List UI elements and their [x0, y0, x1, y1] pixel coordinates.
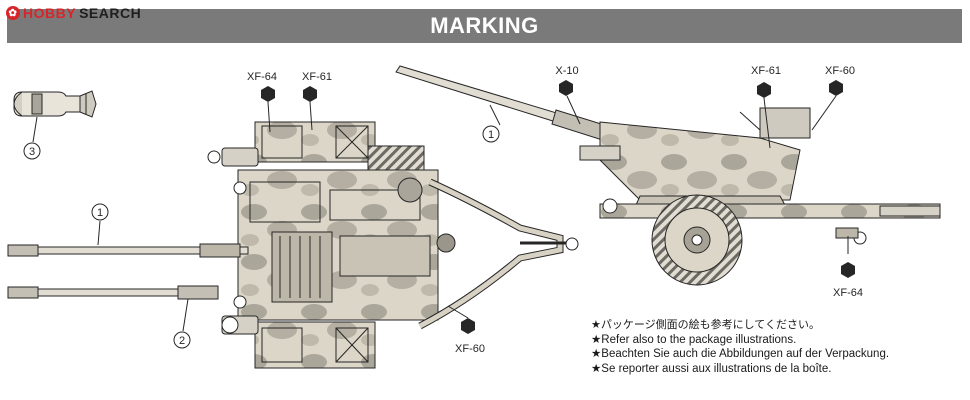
instruction-notes: ★パッケージ側面の絵も参考にしてください。 ★Refer also to the…: [591, 318, 963, 376]
paint-hex-icon-xf60-side: [829, 80, 843, 96]
watermark-logo-icon: ✿: [6, 6, 20, 20]
top-view-leaders: [97, 101, 469, 332]
callout-xf61-side: XF-61: [751, 65, 781, 77]
callout-xf60-top-view: XF-60: [455, 343, 485, 355]
part-1-label-side-view: 1: [488, 129, 494, 141]
note-japanese: ★パッケージ側面の絵も参考にしてください。: [591, 318, 820, 331]
paint-hex-icon-xf61-top: [303, 86, 317, 102]
paint-hex-icon-xf64-top: [261, 86, 275, 102]
callout-x10: X-10: [555, 65, 578, 77]
callout-xf64-top: XF-64: [247, 71, 277, 83]
title-banner: MARKING: [7, 9, 962, 43]
watermark-brand-hobby: HOBBY: [23, 5, 77, 21]
side-view-illustration: [395, 65, 941, 286]
side-view-leaders: [489, 95, 849, 254]
paint-hex-icon-xf64-side: [841, 262, 855, 278]
note-german: ★Beachten Sie auch die Abbildungen auf d…: [591, 348, 890, 360]
shell-leader-line: [32, 116, 38, 143]
paint-hex-icon-xf61-side: [757, 82, 771, 98]
callout-xf64-side: XF-64: [833, 287, 863, 299]
shell-illustration: [13, 90, 97, 118]
part-1-marker-top-view: [91, 203, 109, 221]
paint-hex-icon-x10: [559, 80, 573, 96]
banner-title: MARKING: [430, 13, 539, 38]
part-1-label-top-view: 1: [97, 207, 103, 219]
note-english: ★Refer also to the package illustrations…: [591, 333, 797, 346]
callout-xf61-top: XF-61: [302, 71, 332, 83]
callout-xf60-side: XF-60: [825, 65, 855, 77]
part-3-label: 3: [29, 146, 35, 158]
part-2-label: 2: [179, 335, 185, 347]
part-1-marker-side-view: [482, 125, 500, 143]
note-french: ★Se reporter aussi aux illustrations de …: [591, 362, 832, 375]
part-2-marker: [173, 331, 191, 349]
top-view-illustration: [7, 121, 579, 369]
paint-hex-icon-xf60-top-view: [461, 318, 475, 334]
hobbysearch-watermark: ✿ HOBBY SEARCH: [6, 4, 141, 22]
watermark-brand-search: SEARCH: [79, 5, 142, 21]
part-3-marker: [23, 142, 41, 160]
